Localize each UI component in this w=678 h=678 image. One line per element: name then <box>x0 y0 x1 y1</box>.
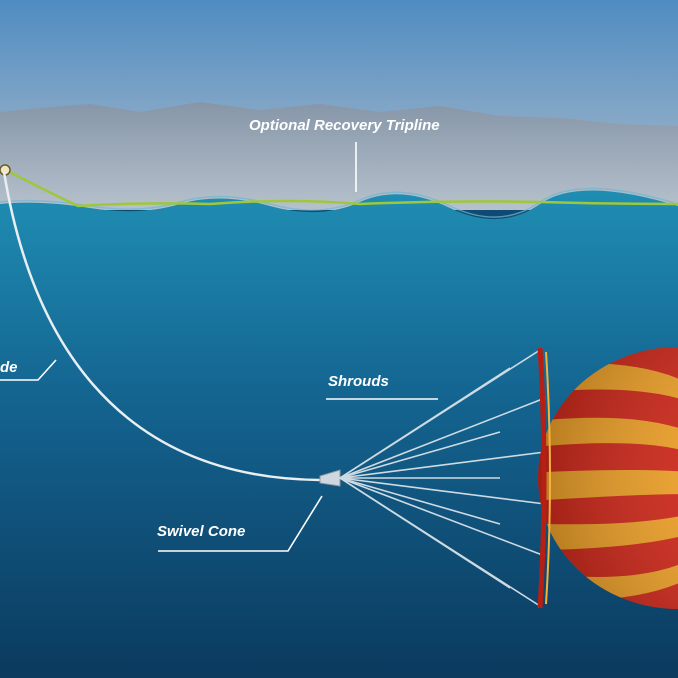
rode-leader <box>0 359 57 381</box>
tripline-label: Optional Recovery Tripline <box>249 117 440 134</box>
sea <box>0 190 678 678</box>
rode-line <box>2 171 321 482</box>
swivel-cone <box>319 469 341 487</box>
swivel-label: Swivel Cone <box>157 523 245 540</box>
recovery-tripline <box>5 168 678 208</box>
shroud-lines <box>339 349 546 607</box>
shrouds-label: Shrouds <box>328 373 389 390</box>
rode-label: de <box>0 359 18 376</box>
distant-hills <box>0 102 678 210</box>
swivel-leader <box>158 495 323 552</box>
